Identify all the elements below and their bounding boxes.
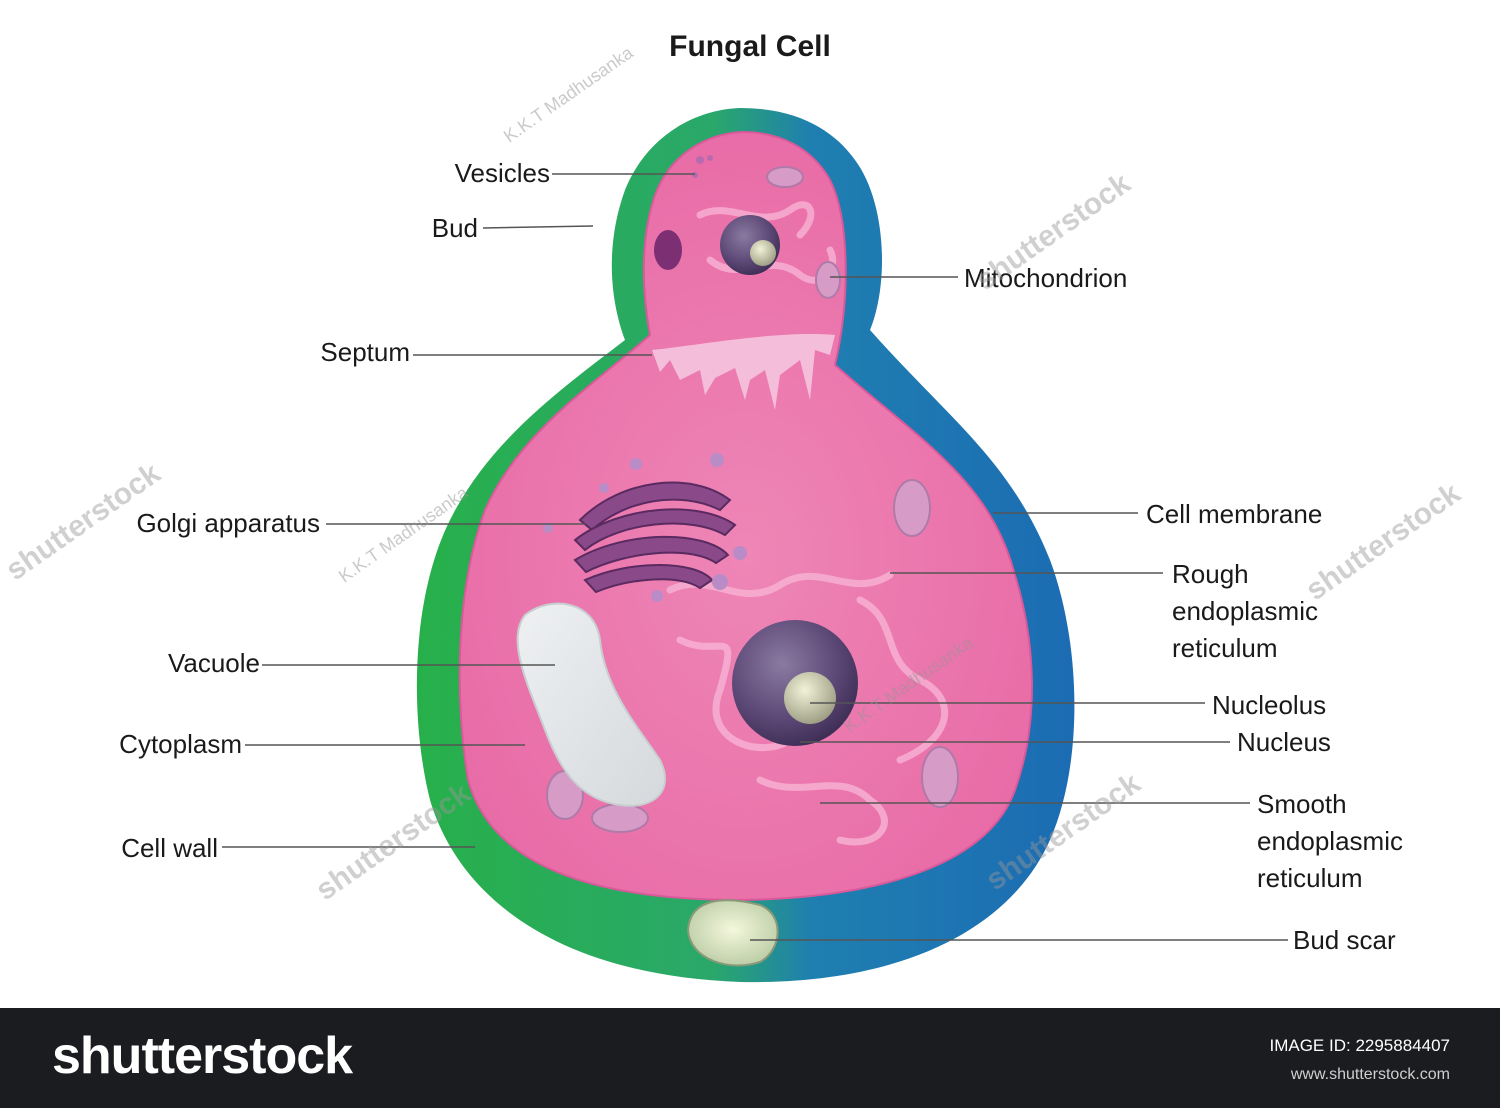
diagram-canvas: Fungal Cell Vesicles Bud Septum Golgi ap… — [0, 30, 1467, 983]
vacuole — [516, 602, 666, 807]
label-bud-scar: Bud scar — [1293, 925, 1396, 955]
label-nucleus: Nucleus — [1237, 727, 1331, 757]
golgi-apparatus — [573, 481, 737, 594]
fungal-cell-illustration — [222, 108, 1288, 983]
label-cytoplasm: Cytoplasm — [119, 729, 242, 759]
label-golgi-apparatus: Golgi apparatus — [136, 508, 320, 538]
site-url: www.shutterstock.com — [1290, 1066, 1450, 1083]
bud-scar — [686, 899, 779, 967]
label-smooth-er-line1: Smooth — [1257, 789, 1347, 819]
nucleolus — [784, 672, 836, 724]
shutterstock-logo: shutterstock — [52, 1027, 353, 1085]
label-vesicles: Vesicles — [454, 158, 550, 188]
label-vacuole: Vacuole — [167, 648, 260, 678]
footer-bar: shutterstock IMAGE ID: 2295884407 www.sh… — [0, 1008, 1500, 1108]
label-cell-wall: Cell wall — [121, 833, 218, 863]
label-nucleolus: Nucleolus — [1212, 690, 1327, 720]
label-smooth-er-line3: reticulum — [1257, 863, 1363, 893]
label-cell-membrane: Cell membrane — [1146, 499, 1323, 529]
bud-golgi — [654, 230, 682, 270]
label-bud: Bud — [431, 213, 478, 243]
golgi-vesicles — [543, 453, 747, 602]
label-septum: Septum — [320, 337, 410, 367]
label-rough-er-line1: Rough — [1172, 559, 1249, 589]
bud-nucleolus — [750, 240, 776, 266]
leader-lines — [222, 173, 1288, 941]
septum — [652, 333, 835, 410]
label-mitochondrion: Mitochondrion — [964, 263, 1128, 293]
label-rough-er-line3: reticulum — [1172, 633, 1278, 663]
diagram-title: Fungal Cell — [669, 30, 831, 63]
mitochondria — [546, 166, 959, 833]
label-rough-er-line2: endoplasmic — [1172, 596, 1318, 626]
label-smooth-er-line2: endoplasmic — [1257, 826, 1403, 856]
image-id: IMAGE ID: 2295884407 — [1269, 1036, 1450, 1055]
